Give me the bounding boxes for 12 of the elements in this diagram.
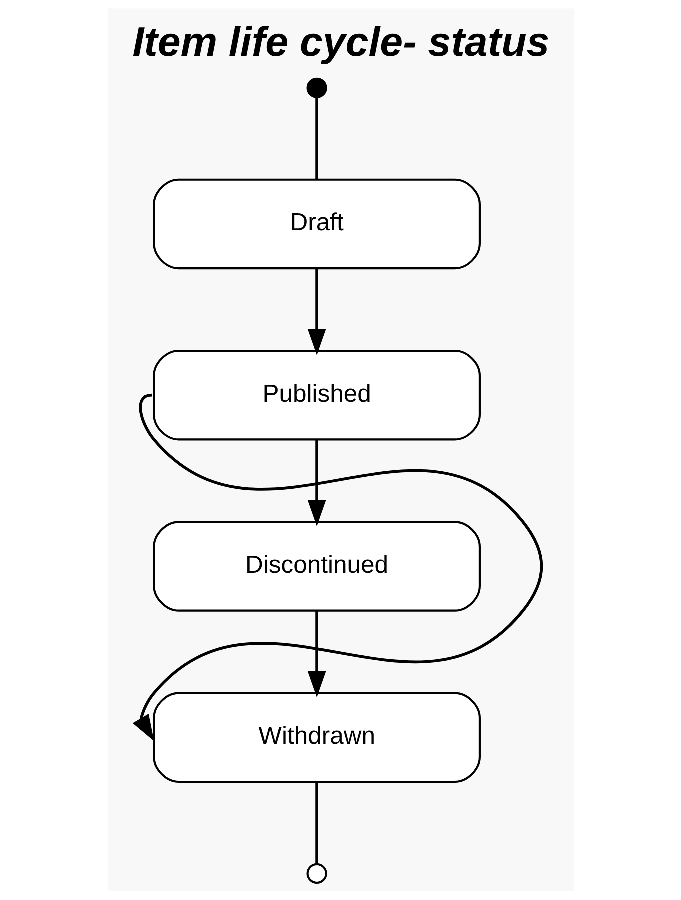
- connector: [315, 782, 318, 864]
- node-box: Draft: [152, 178, 480, 270]
- node-box: Withdrawn: [152, 692, 480, 783]
- node-box: Published: [152, 350, 480, 441]
- node-circle: [306, 78, 327, 98]
- connector: [315, 98, 318, 180]
- node-box: Discontinued: [152, 521, 480, 612]
- arrow: [307, 612, 326, 698]
- diagram-title: Item life cycle- status: [132, 19, 550, 66]
- arrow: [307, 269, 326, 356]
- arrow: [307, 440, 326, 527]
- node-circle: [306, 863, 327, 884]
